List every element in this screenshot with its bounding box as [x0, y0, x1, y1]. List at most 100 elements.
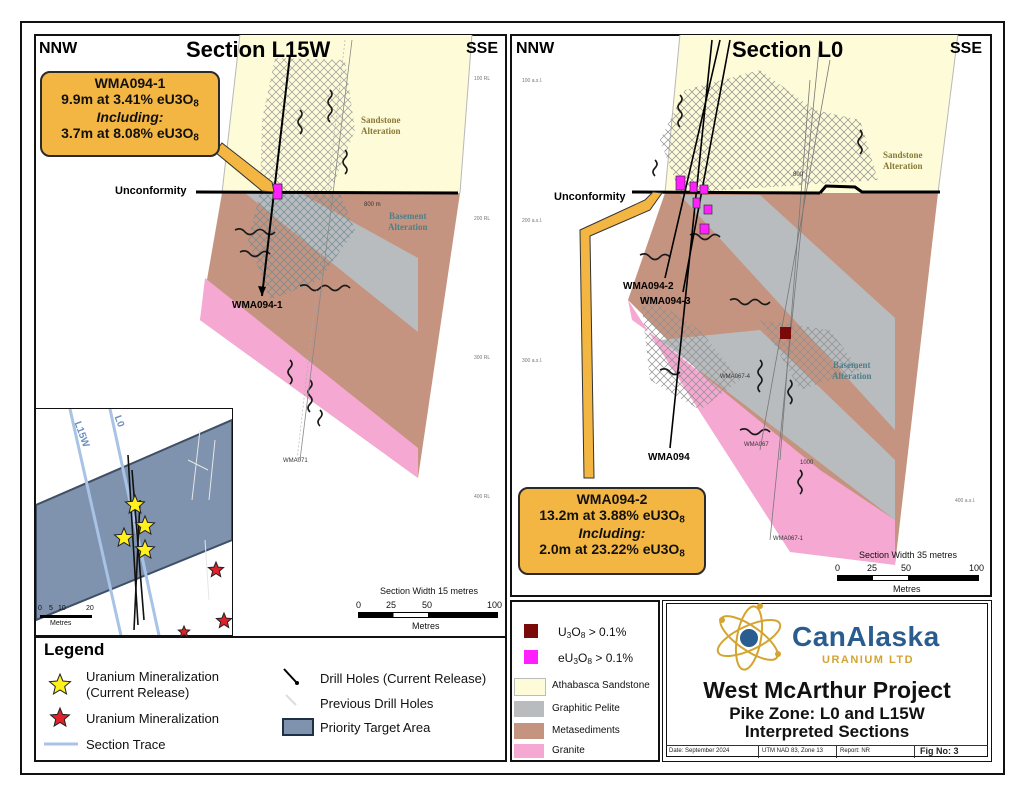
legend-granite-swatch	[514, 744, 544, 758]
left-scale-unit: Metres	[412, 621, 440, 631]
company-logo-text: CanAlaska	[792, 621, 940, 652]
right-scale: Section Width 35 metres 0 25 50 100 Metr…	[833, 550, 989, 596]
right-sandstone-alteration-line1: Sandstone	[883, 150, 923, 160]
right-rl-300: 300 a.s.l.	[522, 358, 543, 364]
left-drill-hole-label: WMA094-1	[232, 300, 283, 311]
legend-star-current-icon	[48, 672, 72, 695]
right-callout-including: Including:	[578, 525, 646, 542]
right-basement-alteration	[640, 290, 740, 410]
legend-uranium: Uranium Mineralization	[86, 711, 219, 726]
right-hole-wma067-4: WMA067-4	[720, 374, 751, 380]
right-scale-title: Section Width 35 metres	[859, 550, 958, 560]
legend-drill-previous: Previous Drill Holes	[320, 696, 434, 711]
company-logo-subtext: URANIUM LTD	[822, 654, 915, 666]
legend-section-trace: Section Trace	[86, 737, 166, 752]
left-callout-including-grade: 3.7m at 8.08% eU3O8	[61, 124, 199, 144]
right-hole-wma094-2: WMA094-2	[623, 281, 674, 292]
left-sandstone-alteration-line1: Sandstone	[361, 115, 401, 125]
right-drill-hole-wma094	[669, 39, 713, 449]
left-rl-200: 200 RL	[474, 216, 491, 222]
right-sandstone-alteration	[660, 70, 878, 193]
left-rl-400: 400 RL	[474, 494, 491, 500]
title-block-footer: Date: September 2024 UTM NAD 83, Zone 13…	[666, 745, 988, 758]
left-callout-including: Including:	[96, 109, 164, 126]
legend-title: Legend	[44, 640, 105, 659]
left-callout-hole: WMA094-1	[94, 75, 166, 91]
inset-scale-bar: 0 5 10 20 Metres	[38, 605, 98, 629]
title-block	[662, 600, 992, 762]
map-star-current-1	[124, 493, 146, 515]
left-basement-alteration-line1: Basement	[389, 211, 427, 221]
right-rl-400: 400 a.s.l.	[955, 498, 976, 504]
left-sandstone-alteration-label: Sandstone Alteration	[361, 115, 401, 137]
legend-uranium-current: Uranium Mineralization (Current Release)	[86, 669, 219, 702]
left-nnw-label: NNW	[39, 40, 78, 57]
project-title: West McArthur Project	[703, 677, 951, 703]
left-rl-300: 300 RL	[474, 355, 491, 361]
legend-u3o8-label: U3O8 > 0.1%	[558, 625, 627, 641]
inset-scale-unit: Metres	[50, 620, 72, 627]
legend-priority: Priority Target Area	[320, 720, 431, 735]
footer-divider-3	[914, 746, 915, 758]
right-callout: WMA094-2 13.2m at 3.88% eU3O8 Including:…	[518, 487, 706, 575]
legend-eu3o8-swatch	[524, 650, 538, 664]
inset-scale-tick-0: 0	[38, 605, 42, 612]
left-basement-alteration-label: Basement Alteration	[388, 211, 428, 233]
footer-divider-2	[836, 746, 837, 758]
right-hole-wma067: WMA067	[744, 442, 769, 448]
right-sse-label: SSE	[950, 40, 983, 57]
right-callout-arrow	[579, 191, 663, 479]
right-nnw-label: NNW	[516, 40, 555, 57]
legend-metasediments-swatch	[514, 723, 544, 739]
left-scale-25: 25	[386, 600, 397, 610]
map-star-prior-1	[207, 560, 225, 578]
left-granite-unit	[200, 278, 418, 478]
right-u3o8-intercept	[780, 327, 791, 339]
inset-scale-tick-20: 20	[86, 605, 94, 612]
left-scale-100: 100	[487, 600, 503, 610]
project-subtitle-1: Pike Zone: L0 and L15W	[729, 704, 925, 723]
legend-panel	[34, 636, 507, 762]
title-block-inner	[666, 603, 988, 757]
left-basement-alteration-line2: Alteration	[388, 221, 428, 232]
footer-fig: Fig No: 3	[920, 746, 959, 756]
inset-scale-tick-5: 5	[49, 605, 53, 612]
legend-u3o8-swatch	[524, 624, 538, 638]
right-unconformity-label: Unconformity	[554, 191, 626, 203]
left-callout: WMA094-1 9.9m at 3.41% eU3O8 Including: …	[40, 71, 220, 157]
figure-border	[20, 21, 1005, 775]
right-scale-unit: Metres	[893, 584, 921, 594]
right-scale-0: 0	[835, 563, 841, 573]
right-scale-100: 100	[969, 563, 985, 573]
map-star-prior-2	[215, 611, 233, 629]
right-depth-800: 800	[793, 172, 804, 178]
left-drill-hole-wma094-1	[261, 54, 291, 297]
right-callout-grade: 13.2m at 3.88% eU3O8	[539, 506, 685, 526]
legend-graphitic-swatch	[514, 701, 544, 717]
right-callout-hole: WMA094-2	[576, 491, 648, 507]
map-star-current-2	[134, 514, 156, 536]
left-depth-label: 800 m	[364, 202, 381, 208]
legend-athabasca-swatch	[514, 678, 546, 696]
right-scale-25: 25	[867, 563, 878, 573]
footer-utm: UTM NAD 83, Zone 13	[762, 748, 824, 754]
left-scale-50: 50	[422, 600, 433, 610]
left-scale-bar	[358, 612, 498, 618]
map-star-current-4	[134, 538, 156, 560]
left-callout-grade: 9.9m at 3.41% eU3O8	[61, 90, 199, 110]
left-rl-100: 100 RL	[474, 76, 491, 82]
right-scale-50: 50	[901, 563, 912, 573]
right-rl-100: 100 a.s.l.	[522, 78, 543, 84]
right-callout-including-grade: 2.0m at 23.22% eU3O8	[539, 540, 685, 560]
right-hole-wma094: WMA094	[648, 452, 690, 463]
legend-eu3o8-label: eU3O8 > 0.1%	[558, 651, 634, 667]
legend-uranium-current-line1: Uranium Mineralization	[86, 669, 219, 684]
left-sse-label: SSE	[466, 40, 499, 57]
right-basement-alteration-label: Basement Alteration	[832, 360, 872, 382]
left-scale-title: Section Width 15 metres	[380, 586, 479, 596]
